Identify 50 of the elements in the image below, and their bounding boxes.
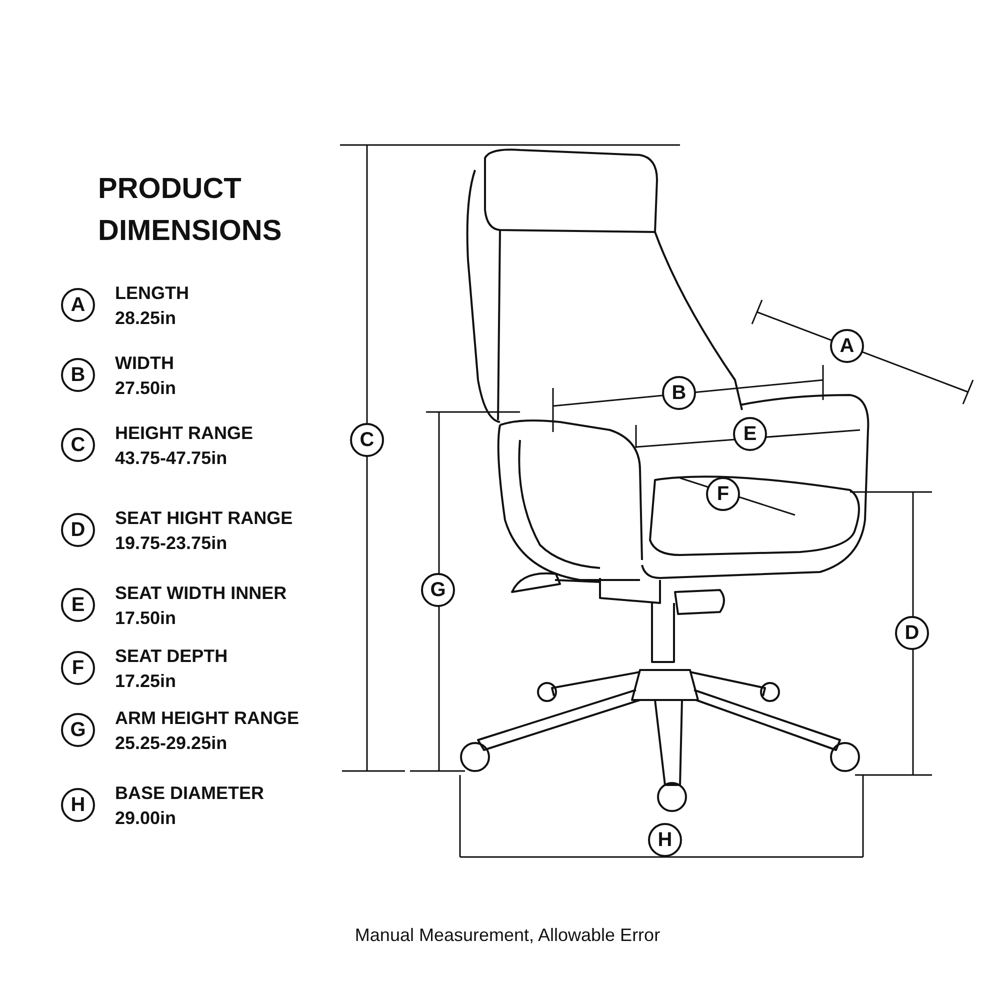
- callout-letter: E: [71, 595, 85, 615]
- dimension-value: 28.25in: [115, 308, 176, 329]
- callout-circle: [61, 358, 95, 392]
- callout-circle: [895, 616, 929, 650]
- callout-letter: B: [70, 365, 86, 385]
- dimension-name: SEAT DEPTH: [115, 646, 228, 667]
- callout-letter: F: [72, 658, 84, 678]
- title: PRODUCT DIMENSIONS: [98, 172, 283, 249]
- callout-circle: [61, 588, 95, 622]
- callout-letter: C: [70, 435, 86, 455]
- dimension-value: 17.50in: [115, 608, 176, 629]
- dimension-name: BASE DIAMETER: [115, 783, 264, 804]
- callout-letter: B: [672, 383, 686, 403]
- callout-letter: C: [360, 430, 374, 450]
- dimension-name: ARM HEIGHT RANGE: [115, 708, 299, 729]
- dimension-value: 43.75-47.75in: [115, 448, 228, 469]
- dimension-value: 17.25in: [115, 671, 176, 692]
- callout-circle: [61, 428, 95, 462]
- callout-letter: H: [658, 830, 672, 850]
- dimension-name: SEAT HIGHT RANGE: [115, 508, 293, 529]
- callout-circle: [830, 329, 864, 363]
- callout-letter: A: [840, 336, 854, 356]
- callout-circle: [350, 423, 384, 457]
- callout-letter: A: [70, 295, 86, 315]
- callout-circle: [61, 513, 95, 547]
- dimension-name: SEAT WIDTH INNER: [115, 583, 287, 604]
- dimension-name: HEIGHT RANGE: [115, 423, 254, 444]
- callout-circle: [61, 288, 95, 322]
- callout-letter: G: [70, 720, 86, 740]
- callout-letter: D: [904, 623, 920, 643]
- callout-circle: [61, 651, 95, 685]
- callout-circle: [662, 376, 696, 410]
- dimension-value: 19.75-23.75in: [115, 533, 228, 554]
- callout-circle: [61, 788, 95, 822]
- callout-circle: [61, 713, 95, 747]
- callout-circle: [706, 477, 740, 511]
- callout-letter: E: [743, 424, 757, 444]
- callout-circle: [733, 417, 767, 451]
- dimension-name: LENGTH: [115, 283, 189, 304]
- dimension-value: 27.50in: [115, 378, 176, 399]
- caption: Manual Measurement, Allowable Error: [354, 925, 662, 946]
- callout-letter: G: [430, 580, 446, 600]
- callout-letter: H: [70, 795, 86, 815]
- callout-circle: [421, 573, 455, 607]
- callout-circle: [648, 823, 682, 857]
- dimension-value: 29.00in: [115, 808, 176, 829]
- callout-letter: D: [70, 520, 86, 540]
- callout-letter: F: [716, 484, 730, 504]
- dimension-value: 25.25-29.25in: [115, 733, 228, 754]
- dimension-name: WIDTH: [115, 353, 174, 374]
